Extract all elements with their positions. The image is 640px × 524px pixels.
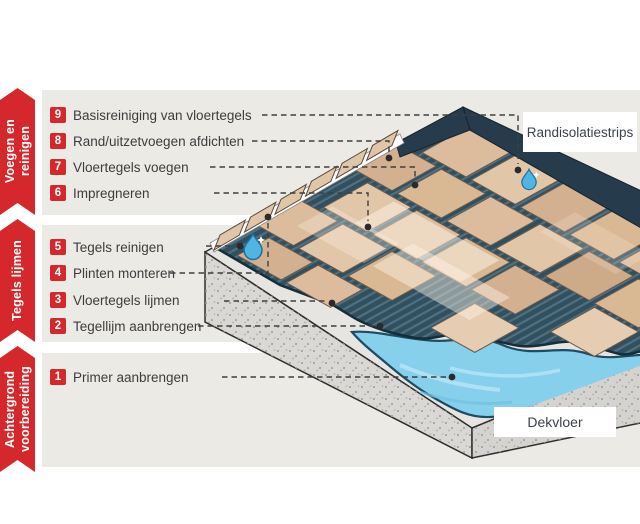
- step-number-badge: 2: [50, 318, 66, 334]
- step-label: Plinten monteren: [73, 265, 176, 281]
- step-9: 9 Basisreiniging van vloertegels: [50, 107, 252, 123]
- callout-randisolatiestrips: Randisolatiestrips: [523, 112, 637, 152]
- step-number-badge: 8: [50, 133, 66, 149]
- skirting-tiles: [209, 129, 405, 253]
- step-label: Vloertegels voegen: [73, 159, 189, 175]
- edge-insulation-strips: [395, 106, 640, 228]
- step-label: Tegellijm aanbrengen: [73, 318, 202, 334]
- impregnation-sheen: [297, 201, 640, 321]
- step-5: 5 Tegels reinigen: [50, 239, 164, 255]
- step-label: Primer aanbrengen: [73, 369, 189, 385]
- step-number-badge: 4: [50, 265, 66, 281]
- callout-label: Randisolatiestrips: [526, 124, 634, 140]
- step-1: 1 Primer aanbrengen: [50, 369, 189, 385]
- callout-connectors: [170, 114, 519, 378]
- connector-dots: [236, 154, 522, 381]
- step-number-badge: 6: [50, 185, 66, 201]
- callout-dekvloer: Dekvloer: [494, 407, 616, 437]
- loose-tile: [429, 302, 520, 353]
- water-droplet-icon: [243, 232, 265, 261]
- step-2: 2 Tegellijm aanbrengen: [50, 318, 201, 334]
- step-label: Impregneren: [73, 185, 150, 201]
- step-number-badge: 3: [50, 292, 66, 308]
- step-7: 7 Vloertegels voegen: [50, 159, 189, 175]
- step-3: 3 Vloertegels lijmen: [50, 292, 180, 308]
- step-label: Tegels reinigen: [73, 239, 164, 255]
- step-8: 8 Rand/uitzetvoegen afdichten: [50, 133, 244, 149]
- step-6: 6 Impregneren: [50, 185, 150, 201]
- step-4: 4 Plinten monteren: [50, 265, 175, 281]
- step-label: Basisreiniging van vloertegels: [73, 107, 252, 123]
- ribbon-achtergrond-voorbereiding: Achtergrond voorbereiding: [0, 346, 35, 472]
- floor-tiles: [236, 127, 640, 357]
- step-label: Rand/uitzetvoegen afdichten: [73, 133, 245, 149]
- callout-label: Dekvloer: [527, 414, 583, 430]
- step-number-badge: 9: [50, 107, 66, 123]
- step-number-badge: 5: [50, 239, 66, 255]
- ribbon-voegen-en-reinigen: Voegen en reinigen: [0, 88, 35, 215]
- loose-tile: [549, 306, 640, 357]
- step-label: Vloertegels lijmen: [73, 292, 180, 308]
- step-number-badge: 1: [50, 369, 66, 385]
- water-droplet-icon: [521, 167, 540, 191]
- step-number-badge: 7: [50, 159, 66, 175]
- ribbon-tegels-lijmen: Tegels lijmen: [0, 219, 35, 342]
